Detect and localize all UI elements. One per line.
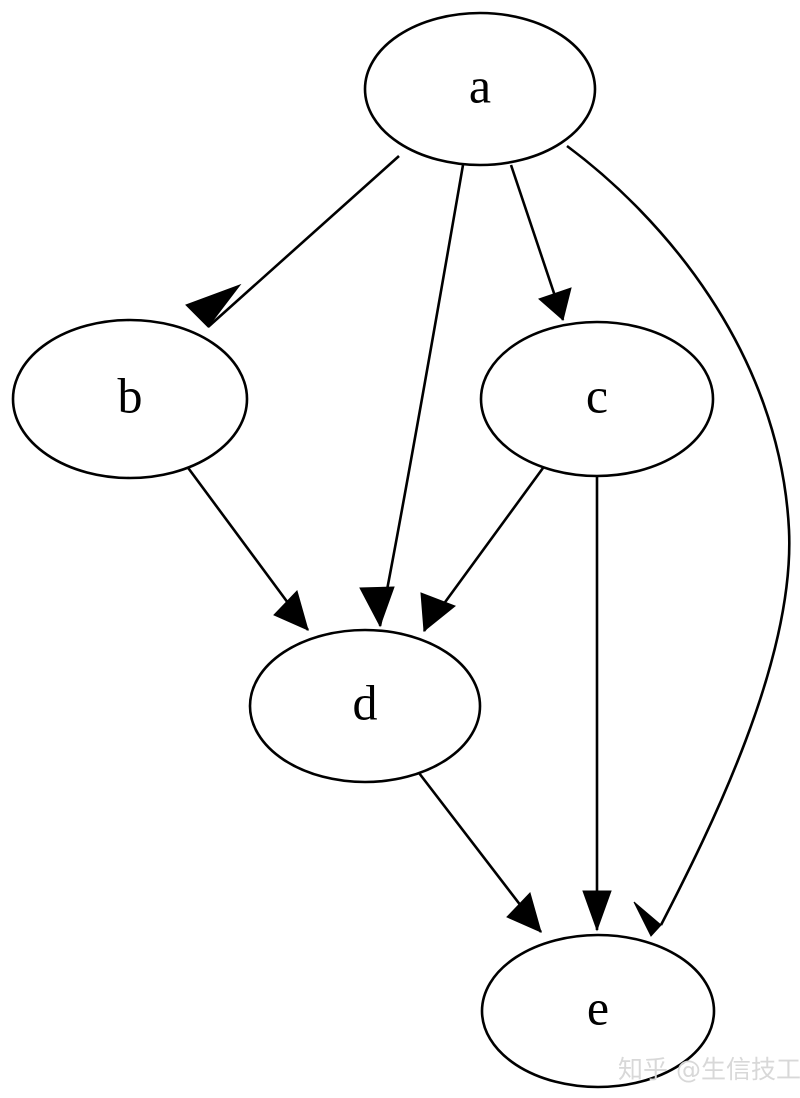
node-c-label: c xyxy=(586,367,608,423)
node-e-ellipse xyxy=(480,933,716,1089)
edge-a-to-d-arrowhead-icon xyxy=(359,586,395,628)
node-a[interactable]: a xyxy=(363,11,597,167)
node-d-label: d xyxy=(353,674,378,730)
edge-a-to-c-arrowhead-icon xyxy=(538,287,572,321)
node-a-ellipse xyxy=(363,11,597,167)
edge-b-to-d[interactable] xyxy=(184,464,310,631)
edge-c-to-e[interactable] xyxy=(582,477,612,932)
edge-a-to-b-arrowhead-icon xyxy=(185,283,242,328)
edge-a-to-d[interactable] xyxy=(359,164,465,628)
node-e[interactable]: e xyxy=(480,933,716,1089)
node-layer: a b c d e xyxy=(11,11,716,1089)
edge-c-to-e-arrowhead-icon xyxy=(582,890,612,932)
edge-a-to-e-line xyxy=(566,144,791,926)
node-b[interactable]: b xyxy=(11,318,249,480)
node-c-ellipse xyxy=(479,320,715,478)
node-d-ellipse xyxy=(248,628,482,784)
edge-a-to-b-line xyxy=(207,155,400,328)
edge-layer xyxy=(184,144,791,937)
node-b-label: b xyxy=(118,367,143,423)
edge-a-to-b[interactable] xyxy=(185,155,400,328)
edge-c-to-d[interactable] xyxy=(420,467,545,632)
edge-a-to-e-arrowhead-icon xyxy=(633,901,662,937)
node-c[interactable]: c xyxy=(479,320,715,478)
node-e-label: e xyxy=(587,979,609,1035)
node-b-ellipse xyxy=(11,318,249,480)
edge-a-to-c[interactable] xyxy=(509,164,572,321)
node-d[interactable]: d xyxy=(248,628,482,784)
edge-d-to-e-arrowhead-icon xyxy=(506,892,542,933)
edge-c-to-d-arrowhead-icon xyxy=(420,592,456,632)
edge-d-to-e[interactable] xyxy=(417,772,543,933)
watermark: 知乎 @生信技工 xyxy=(618,1055,800,1084)
edge-b-to-d-arrowhead-icon xyxy=(273,590,309,631)
node-a-label: a xyxy=(469,57,491,113)
edge-a-to-d-line xyxy=(378,164,465,627)
edge-a-to-e[interactable] xyxy=(566,144,791,937)
